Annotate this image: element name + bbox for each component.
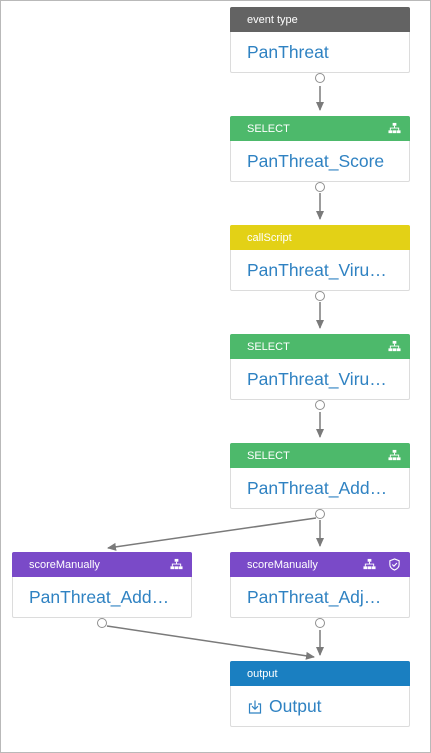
hierarchy-icon[interactable]	[388, 122, 401, 135]
shield-check-icon[interactable]	[388, 558, 401, 571]
output-port[interactable]	[315, 509, 325, 519]
node-select-add[interactable]: SELECT PanThreat_Add…	[230, 443, 410, 509]
node-header: event type	[230, 7, 410, 32]
node-label[interactable]: PanThreat_Viru…	[247, 260, 387, 280]
node-type-label: event type	[247, 13, 298, 26]
node-select-score[interactable]: SELECT PanThreat_Score	[230, 116, 410, 182]
hierarchy-icon[interactable]	[170, 558, 183, 571]
node-type-label: SELECT	[247, 340, 290, 353]
node-body: Output	[231, 686, 409, 727]
node-score-manually-adj[interactable]: scoreManually PanThreat_Adj…	[230, 552, 410, 618]
download-icon	[248, 700, 262, 714]
node-header: SELECT	[230, 116, 410, 141]
node-label[interactable]: PanThreat_Add…	[247, 478, 388, 498]
node-type-label: callScript	[247, 231, 292, 244]
node-body: PanThreat_Viru…	[231, 250, 409, 291]
node-type-label: output	[247, 667, 278, 680]
node-body: PanThreat_Adj…	[231, 577, 409, 618]
node-body: PanThreat_Viru…	[231, 359, 409, 400]
node-label[interactable]: PanThreat	[247, 42, 329, 62]
node-body: PanThreat_Add…	[231, 468, 409, 509]
node-body: PanThreat_Score	[231, 141, 409, 182]
output-port[interactable]	[315, 400, 325, 410]
node-output[interactable]: output Output	[230, 661, 410, 727]
node-event-type[interactable]: event type PanThreat	[230, 7, 410, 73]
node-label[interactable]: Output	[269, 696, 322, 716]
node-label[interactable]: PanThreat_Adj…	[247, 587, 382, 607]
node-call-script[interactable]: callScript PanThreat_Viru…	[230, 225, 410, 291]
node-type-label: SELECT	[247, 122, 290, 135]
node-select-virus[interactable]: SELECT PanThreat_Viru…	[230, 334, 410, 400]
node-score-manually-add[interactable]: scoreManually PanThreat_Add…	[12, 552, 192, 618]
node-header: SELECT	[230, 334, 410, 359]
node-header: SELECT	[230, 443, 410, 468]
node-type-label: scoreManually	[247, 558, 318, 571]
hierarchy-icon[interactable]	[363, 558, 376, 571]
node-type-label: SELECT	[247, 449, 290, 462]
output-port[interactable]	[97, 618, 107, 628]
output-port[interactable]	[315, 291, 325, 301]
output-port[interactable]	[315, 73, 325, 83]
node-header: scoreManually	[230, 552, 410, 577]
hierarchy-icon[interactable]	[388, 449, 401, 462]
output-port[interactable]	[315, 182, 325, 192]
node-label[interactable]: PanThreat_Score	[247, 151, 385, 171]
output-port[interactable]	[315, 618, 325, 628]
node-body: PanThreat	[231, 32, 409, 73]
node-header: scoreManually	[12, 552, 192, 577]
node-type-label: scoreManually	[29, 558, 100, 571]
node-header: callScript	[230, 225, 410, 250]
node-body: PanThreat_Add…	[13, 577, 191, 618]
hierarchy-icon[interactable]	[388, 340, 401, 353]
node-label[interactable]: PanThreat_Add…	[29, 587, 170, 607]
node-label[interactable]: PanThreat_Viru…	[247, 369, 387, 389]
node-header: output	[230, 661, 410, 686]
